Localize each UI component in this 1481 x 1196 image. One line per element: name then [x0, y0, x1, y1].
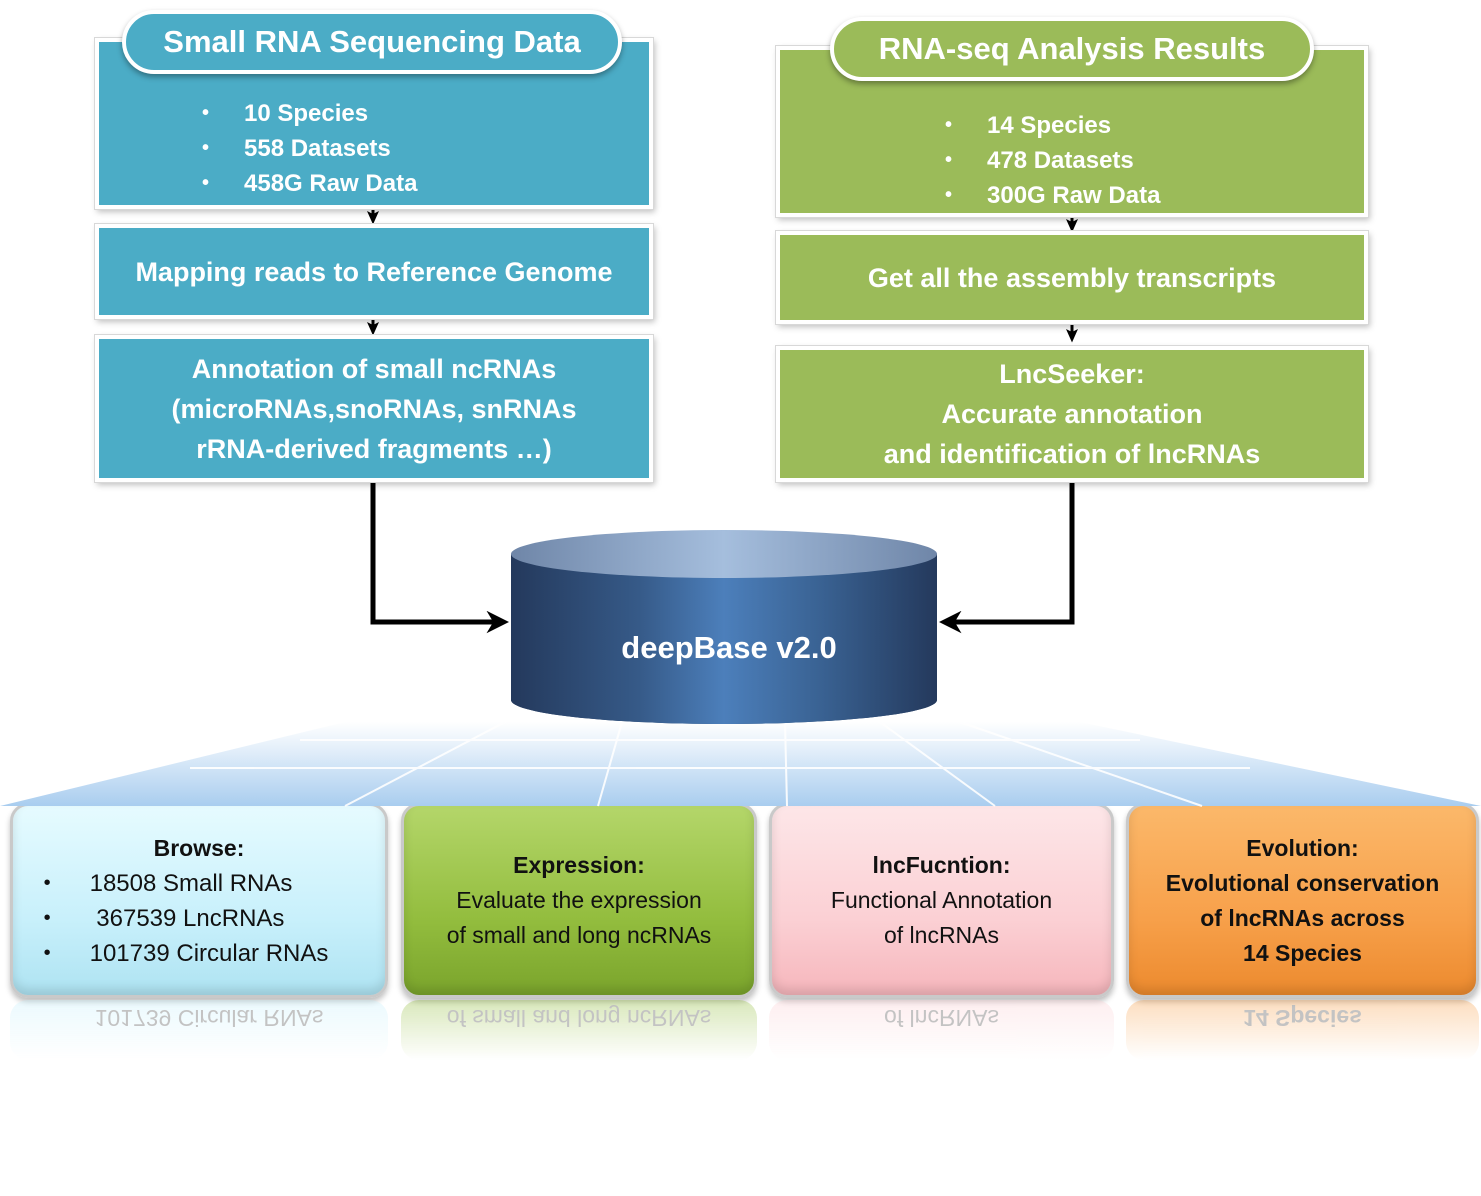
evolution-box: Evolution: Evolutional conservation of l… — [1126, 803, 1479, 998]
expression-box: Expression: Evaluate the expression of s… — [401, 803, 757, 998]
database-label: deepBase v2.0 — [621, 630, 837, 665]
evolution-reflection: 14 Species — [1126, 1000, 1479, 1060]
small-rna-stat: •558 Datasets — [202, 135, 391, 162]
rna-seq-stat: •14 Species — [945, 112, 1112, 139]
expression-line: Evaluate the expression — [456, 887, 702, 913]
rna-seq-header-label: RNA-seq Analysis Results — [878, 31, 1266, 66]
rna-seq-header: RNA-seq Analysis Results — [830, 17, 1314, 81]
annotation-line: Annotation of small ncRNAs — [191, 353, 557, 384]
browse-reflection: 101739 Circular RNAs — [10, 1000, 388, 1060]
annotation-line: rRNA-derived fragments …) — [196, 433, 552, 464]
evolution-line: Evolutional conservation — [1165, 869, 1440, 896]
browse-item: • 367539 LncRNAs — [43, 904, 285, 932]
expression-title: Expression: — [513, 852, 645, 878]
small-rna-header: Small RNA Sequencing Data — [122, 10, 622, 74]
small-rna-stat: •458G Raw Data — [202, 170, 418, 197]
lncseeker-line: and identification of lncRNAs — [883, 439, 1261, 469]
evolution-line: 14 Species — [1243, 939, 1362, 966]
evolution-title: Evolution: — [1246, 834, 1359, 861]
lncfunction-reflection: of lncRNAs — [769, 1000, 1114, 1060]
browse-item: •18508 Small RNAs — [43, 869, 293, 897]
assembly-step-box: Get all the assembly transcripts — [776, 231, 1368, 324]
lncfunction-box: lncFucntion: Functional Annotation of ln… — [769, 803, 1114, 998]
mapping-step-box: Mapping reads to Reference Genome — [95, 224, 653, 319]
evolution-line: of lncRNAs across — [1200, 904, 1405, 931]
browse-title: Browse: — [153, 834, 245, 861]
database-cylinder — [511, 554, 937, 700]
small-rna-header-label: Small RNA Sequencing Data — [163, 24, 581, 59]
expression-line: of small and long ncRNAs — [446, 922, 712, 948]
database-top-cap — [511, 530, 937, 578]
lncseeker-line: LncSeeker: — [999, 359, 1145, 389]
mapping-step-label: Mapping reads to Reference Genome — [135, 256, 613, 287]
lncfunction-line: Functional Annotation — [830, 887, 1053, 913]
annotation-line: (microRNAs,snoRNAs, snRNAs — [171, 393, 577, 424]
rna-seq-stat: •478 Datasets — [945, 147, 1134, 174]
rna-seq-stat: •300G Raw Data — [945, 182, 1161, 209]
lncseeker-line: Accurate annotation — [941, 399, 1203, 429]
perspective-floor — [0, 722, 1481, 806]
small-ncrna-annotation-box: Annotation of small ncRNAs (microRNAs,sn… — [95, 335, 653, 482]
lncfunction-line: of lncRNAs — [883, 922, 1000, 948]
expression-reflection: of small and long ncRNAs — [401, 1000, 757, 1060]
browse-item: •101739 Circular RNAs — [43, 939, 329, 967]
lncfunction-title: lncFucntion: — [872, 852, 1011, 878]
lncseeker-box: LncSeeker: Accurate annotation and ident… — [776, 346, 1368, 482]
browse-box: Browse: •18508 Small RNAs • 367539 LncRN… — [10, 803, 388, 998]
assembly-step-label: Get all the assembly transcripts — [867, 262, 1277, 293]
small-rna-stat: •10 Species — [202, 100, 369, 127]
